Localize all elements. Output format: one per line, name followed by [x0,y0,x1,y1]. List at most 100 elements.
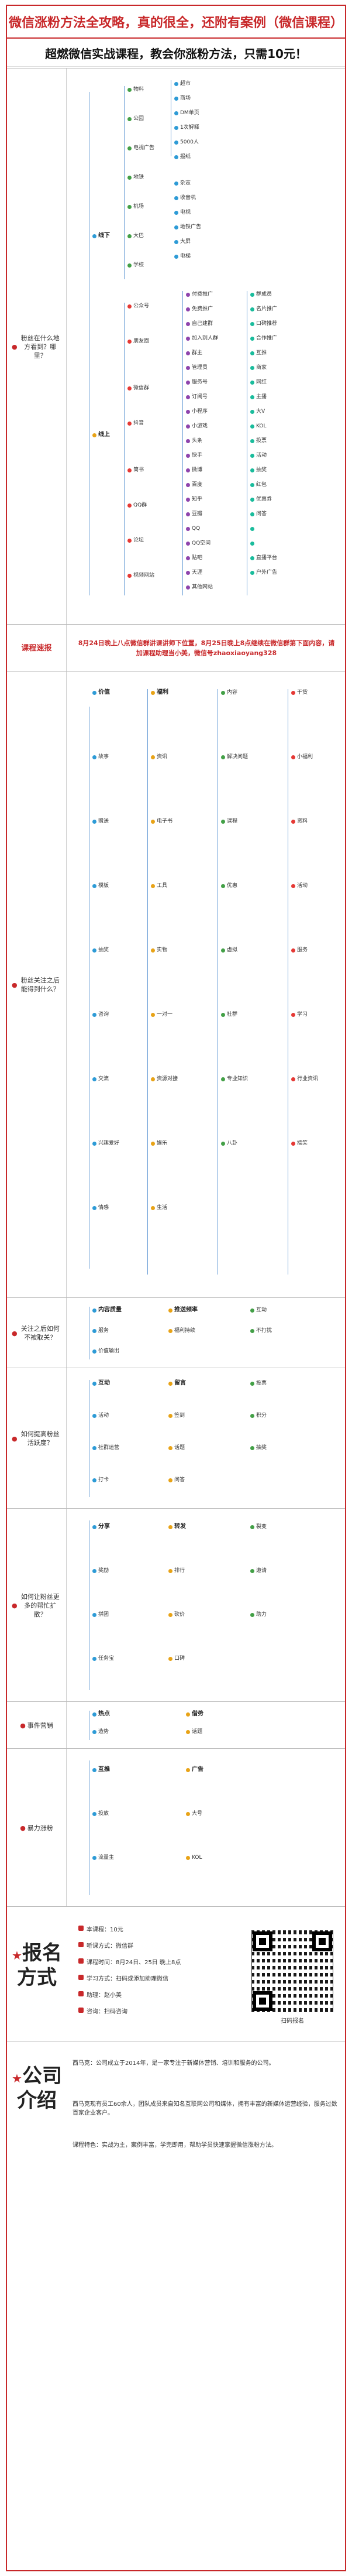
node: 实物 [150,947,167,954]
node: 社群运营 [91,1444,119,1451]
node: 话题 [167,1444,185,1451]
node: 抖音 [126,420,144,427]
node: 投票 [249,1380,267,1387]
node: 物料 [126,86,144,93]
node: 咨询 [91,1011,109,1018]
node: 天涯 [185,569,202,576]
section-what-fans-get: ●粉丝关注之后能得到什么？ 价值福利内容干货故事资讯解决问题小福利赠送电子书课程… [7,671,345,1298]
node: 合作推广 [249,335,277,342]
node: 社群 [220,1011,237,1018]
node: KOL [185,1854,202,1861]
node: 抽奖 [249,1444,267,1451]
node: 学校 [126,262,144,269]
mindmap: 互动留言投票活动签到积分社群运营话题抽奖打卡问答 [68,1368,345,1508]
section-not-unfollow: ●关注之后如何不被取关？ 内容质量推送频率互动服务福利持续不打扰价值输出 [7,1297,345,1368]
node: 百度 [185,481,202,488]
node: 转发 [167,1523,186,1530]
section-event-marketing: ●事件营销 热点借势造势话题 [7,1701,345,1749]
node: 话题 [185,1728,202,1735]
registration-row: 课程时间：8月24日、25日 晚上8点 [77,1957,181,1966]
node: 公园 [126,115,144,122]
node: 快手 [185,452,202,459]
node: 群主 [185,350,202,357]
node: 红包 [249,481,267,488]
node: 订阅号 [185,393,208,400]
node: 地铁 [126,174,144,181]
node: 加入别人群 [185,335,218,342]
company-paragraph: 课程特色：实战为主，案例丰富，学完即用，帮助学员快速掌握微信涨粉方法。 [73,2142,277,2149]
section-course-news: 课程速报 8月24日晚上八点微信群讲课讲师下位置，8月25日晚上8点继续在微信群… [7,624,345,672]
node: 电子书 [150,818,172,825]
node: 流量主 [91,1854,114,1861]
node: 干货 [290,689,308,696]
node: 搞笑 [290,1140,308,1147]
node: 免费推广 [185,306,213,313]
node: 专业知识 [220,1075,248,1083]
node: 热点 [91,1711,110,1718]
node: 电视广告 [126,145,154,152]
node: 大屏 [173,238,191,245]
node: 小程序 [185,408,208,415]
mindmap: 热点借势造势话题 [68,1702,345,1748]
node: 口碑推荐 [249,320,277,327]
node: 解决问题 [220,753,248,761]
node: 朋友圈 [126,338,149,345]
node: 八卦 [220,1140,237,1147]
node: 裂变 [249,1523,267,1530]
node: 留言 [167,1380,186,1387]
node: 生活 [150,1204,167,1211]
node: 商场 [173,95,191,102]
node: 积分 [249,1412,267,1419]
node: 微博 [185,467,202,474]
section-label: ●如何提高粉丝活跃度？ [7,1368,67,1509]
node: 地铁广告 [173,224,201,231]
node: 服务 [91,1327,109,1334]
node: 收音机 [173,194,196,201]
node: 虚拟 [220,947,237,954]
node: 助力 [249,1611,267,1618]
mindmap: 价值福利内容干货故事资讯解决问题小福利赠送电子书课程资料模板工具优惠活动抽奖实物… [68,672,345,1297]
section-spread: ●如何让粉丝更多的帮忙扩散？ 分享转发裂变奖励排行邀请拼团砍价助力任务宝口碑 [7,1508,345,1702]
node: 拼团 [91,1611,109,1618]
node: 简书 [126,467,144,474]
node: 资讯 [150,753,167,761]
section-company: ★公司介绍 西马克：公司成立于2014年，是一家专注于新媒体营销、培训和服务的公… [7,2041,345,2571]
node: 任务宝 [91,1655,114,1662]
node: 电视 [173,209,191,216]
mindmap: 分享转发裂变奖励排行邀请拼团砍价助力任务宝口碑 [68,1509,345,1701]
node: 电梯 [173,253,191,260]
section-label: ●粉丝关注之后能得到什么？ [7,672,67,1298]
registration-row: 咨询：扫码咨询 [77,2006,127,2015]
registration-row: 助理：赵小美 [77,1990,122,1999]
node: 杂志 [173,180,191,187]
node: 公众号 [126,303,149,310]
node: 活动 [249,452,267,459]
node: 兴趣爱好 [91,1140,119,1147]
node: 资源对接 [150,1075,178,1083]
node: 视频网站 [126,572,154,579]
node: 户外广告 [249,569,277,576]
node: 邀请 [249,1567,267,1574]
company-title: ★公司介绍 [12,2064,62,2112]
node: 问答 [167,1477,185,1484]
node: 小游戏 [185,423,208,430]
node: 互动 [91,1380,110,1387]
node: 直播平台 [249,554,277,561]
node: 互动 [249,1307,267,1314]
node: 资料 [290,818,308,825]
section-label: ●暴力涨粉 [7,1749,67,1907]
node: 线上 [91,431,110,439]
node: 论坛 [126,537,144,544]
section-activity: ●如何提高粉丝活跃度？ 互动留言投票活动签到积分社群运营话题抽奖打卡问答 [7,1368,345,1509]
node: 自己建群 [185,320,213,327]
node: 故事 [91,753,109,761]
node: 情感 [91,1204,109,1211]
node: 机场 [126,203,144,210]
node: QQ群 [126,502,147,509]
node: KOL [249,423,267,430]
node: 行业资讯 [290,1075,318,1083]
section-label: 课程速报 [7,625,67,672]
section-label: ●关注之后如何不被取关？ [7,1298,67,1368]
node: DM单页 [173,109,199,117]
